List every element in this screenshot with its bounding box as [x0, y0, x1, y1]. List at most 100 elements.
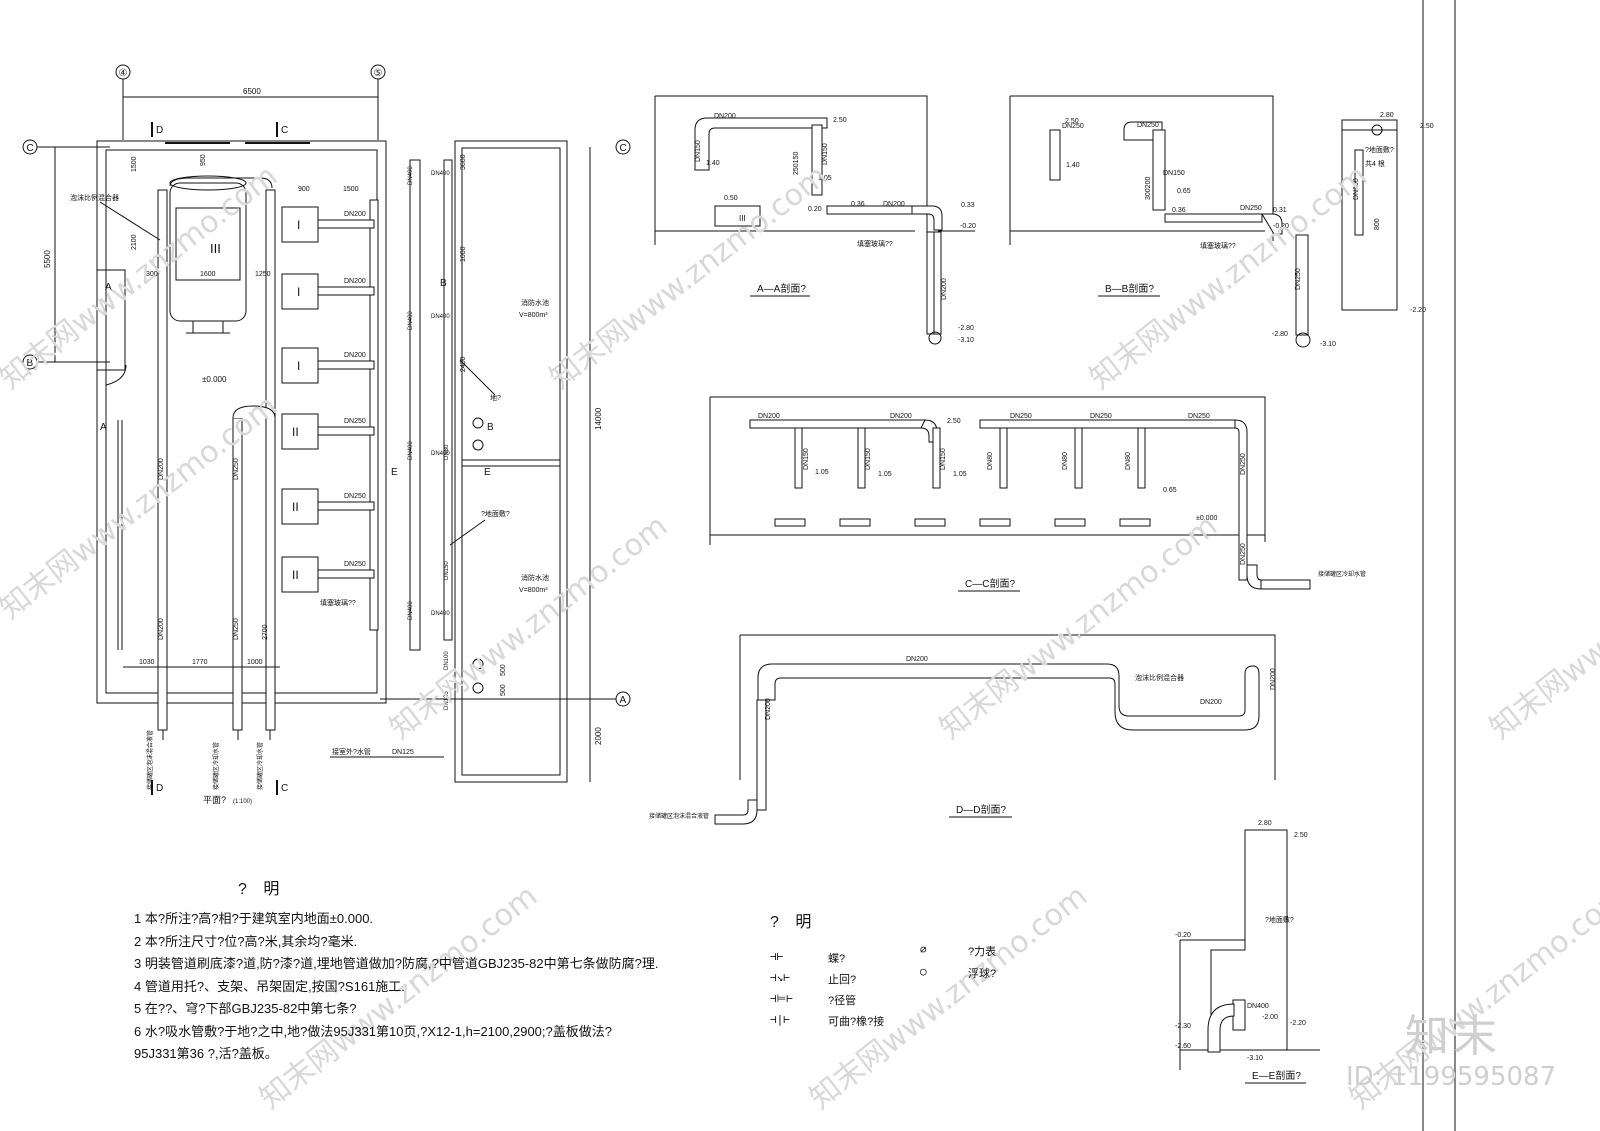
- svg-text:DN80: DN80: [1062, 452, 1069, 470]
- svg-text:DN200: DN200: [906, 656, 928, 663]
- plan-outlet-pipes: 接储罐区泡沫混合液管 接储罐区冷却水管 接储罐区冷却水管: [146, 730, 271, 790]
- svg-text:DN200: DN200: [344, 211, 366, 218]
- plan-callouts: 泡沫比例混合器 ±0.000 填塞玻璃?? 地? ?地面敷? 接室外?水管 DN…: [70, 193, 510, 805]
- dimension-height: 5500: [43, 147, 56, 362]
- svg-text:DN250: DN250: [1240, 543, 1247, 565]
- legend-label: ?径管: [828, 995, 857, 1007]
- svg-text:DN400: DN400: [408, 166, 414, 185]
- grid-axis-c: C C: [22, 139, 631, 155]
- svg-text:2.50: 2.50: [833, 117, 847, 124]
- svg-text:DN250: DN250: [1090, 413, 1112, 420]
- svg-text:消防水池: 消防水池: [521, 573, 549, 582]
- note-item: 4 管道用托?、支架、吊架固定,按国?S161施工.: [134, 978, 405, 994]
- svg-text:B: B: [487, 422, 494, 433]
- svg-text:DN200: DN200: [941, 278, 948, 300]
- watermark-logo: 知末: [1405, 1011, 1501, 1062]
- svg-text:?地面敷?: ?地面敷?: [481, 509, 510, 518]
- svg-text:DN400: DN400: [1247, 1003, 1269, 1010]
- svg-text:知末网www.znzmo.com: 知末网www.znzmo.com: [543, 158, 834, 396]
- svg-text:DN150: DN150: [822, 143, 829, 165]
- grid-axis-5: ⑤: [370, 64, 386, 140]
- svg-text:1000: 1000: [460, 246, 467, 262]
- legend-label: ?力表: [968, 946, 997, 958]
- svg-text:C: C: [281, 125, 288, 136]
- svg-text:DN150: DN150: [1163, 170, 1185, 177]
- plan-pipes-vertical: DN200 DN250 DN200 DN250: [157, 159, 453, 731]
- svg-text:A—A剖面?: A—A剖面?: [757, 282, 806, 295]
- svg-text:DN250: DN250: [1010, 413, 1032, 420]
- svg-text:接储罐区冷却水管: 接储罐区冷却水管: [256, 742, 264, 790]
- pump-ii-1: II DN250: [281, 413, 375, 450]
- svg-text:B: B: [27, 358, 34, 369]
- section-c-c: DN200 DN200 2.50 DN250 DN250 DN250 1.05 …: [709, 396, 1366, 592]
- svg-text:300: 300: [146, 271, 158, 278]
- svg-text:1.05: 1.05: [815, 469, 829, 476]
- note-item: 6 水?吸水管敷?于地?之中,地?做法95J331第10页,?X12-1,h=2…: [134, 1023, 612, 1039]
- pressure-gauge-icon: ⌀: [920, 943, 927, 956]
- svg-text:DN80: DN80: [987, 452, 994, 470]
- grid-axis-a: A: [380, 691, 631, 707]
- svg-text:E: E: [484, 467, 491, 478]
- svg-text:2.50: 2.50: [1420, 123, 1434, 130]
- svg-text:2.50: 2.50: [1294, 832, 1308, 839]
- svg-text:DN250: DN250: [233, 618, 240, 640]
- svg-text:5500: 5500: [43, 250, 52, 268]
- flexible-joint-icon: ⊣|⊢: [770, 1013, 790, 1026]
- svg-text:1.40: 1.40: [706, 160, 720, 167]
- svg-text:II: II: [292, 568, 299, 582]
- svg-text:III: III: [210, 241, 221, 256]
- legend-title: ? 明: [770, 914, 818, 931]
- svg-text:0.36: 0.36: [1172, 207, 1186, 214]
- svg-text:2.50: 2.50: [947, 418, 961, 425]
- svg-text:平面?: 平面?: [203, 795, 226, 805]
- svg-text:DN200: DN200: [758, 413, 780, 420]
- svg-text:1.05: 1.05: [818, 175, 832, 182]
- pump-ii-2: II DN250: [281, 488, 375, 525]
- svg-text:300200: 300200: [1145, 177, 1152, 200]
- svg-text:DN125: DN125: [392, 749, 414, 756]
- svg-text:DN250: DN250: [1240, 205, 1262, 212]
- svg-text:0.65: 0.65: [1177, 188, 1191, 195]
- svg-text:DN80: DN80: [444, 444, 450, 460]
- svg-text:500: 500: [500, 684, 507, 696]
- svg-text:C: C: [281, 783, 288, 794]
- svg-text:地?: 地?: [490, 393, 501, 402]
- svg-text:2.80: 2.80: [1258, 820, 1272, 827]
- svg-text:DN100: DN100: [1353, 178, 1360, 200]
- svg-text:-2.60: -2.60: [1175, 1043, 1191, 1050]
- reducer-icon: ⊣⊨⊢: [770, 992, 793, 1005]
- svg-text:DN250: DN250: [1188, 413, 1210, 420]
- svg-text:1500: 1500: [131, 156, 138, 172]
- section-e-e: 2.80 2.50 -0.20 ?地面敷? DN400 -2.00 -2.20 …: [1175, 820, 1320, 1084]
- svg-text:-2.20: -2.20: [1410, 307, 1426, 314]
- svg-text:D: D: [156, 783, 163, 794]
- svg-text:C—C剖面?: C—C剖面?: [965, 577, 1015, 590]
- svg-text:填塞玻璃??: 填塞玻璃??: [857, 239, 893, 248]
- svg-text:DN200: DN200: [883, 201, 905, 208]
- svg-text:A: A: [620, 695, 627, 706]
- svg-text:I: I: [297, 218, 300, 232]
- svg-text:DN150: DN150: [695, 140, 702, 162]
- svg-text:900: 900: [298, 186, 310, 193]
- fire-pools: 消防水池 V=800m³ 消防水池 V=800m³: [454, 140, 568, 783]
- svg-text:V=800m³: V=800m³: [519, 312, 548, 319]
- svg-text:-3.10: -3.10: [958, 337, 974, 344]
- butterfly-valve-icon: ⊣⊢: [770, 950, 784, 963]
- svg-text:0.33: 0.33: [961, 202, 975, 209]
- svg-text:2100: 2100: [131, 234, 138, 250]
- svg-text:DN80: DN80: [1125, 452, 1132, 470]
- svg-text:DN200: DN200: [344, 278, 366, 285]
- svg-text:0.65: 0.65: [1163, 487, 1177, 494]
- dimension-right: 14000 2000: [589, 147, 603, 782]
- svg-text:知末网www.znzmo.com: 知末网www.znzmo.com: [383, 508, 674, 746]
- grid-axis-b: B: [22, 354, 110, 370]
- svg-text:950: 950: [200, 154, 207, 166]
- svg-text:知末网www.znzmo.com: 知末网www.znzmo.com: [1483, 508, 1600, 746]
- svg-text:DN400: DN400: [431, 171, 450, 177]
- legend-label: 可曲?橡?接: [828, 1016, 885, 1028]
- svg-text:④: ④: [119, 68, 128, 79]
- svg-text:DN250: DN250: [233, 458, 240, 480]
- svg-text:接储罐区冷却水管: 接储罐区冷却水管: [212, 742, 220, 790]
- svg-text:填塞玻璃??: 填塞玻璃??: [1200, 241, 1236, 250]
